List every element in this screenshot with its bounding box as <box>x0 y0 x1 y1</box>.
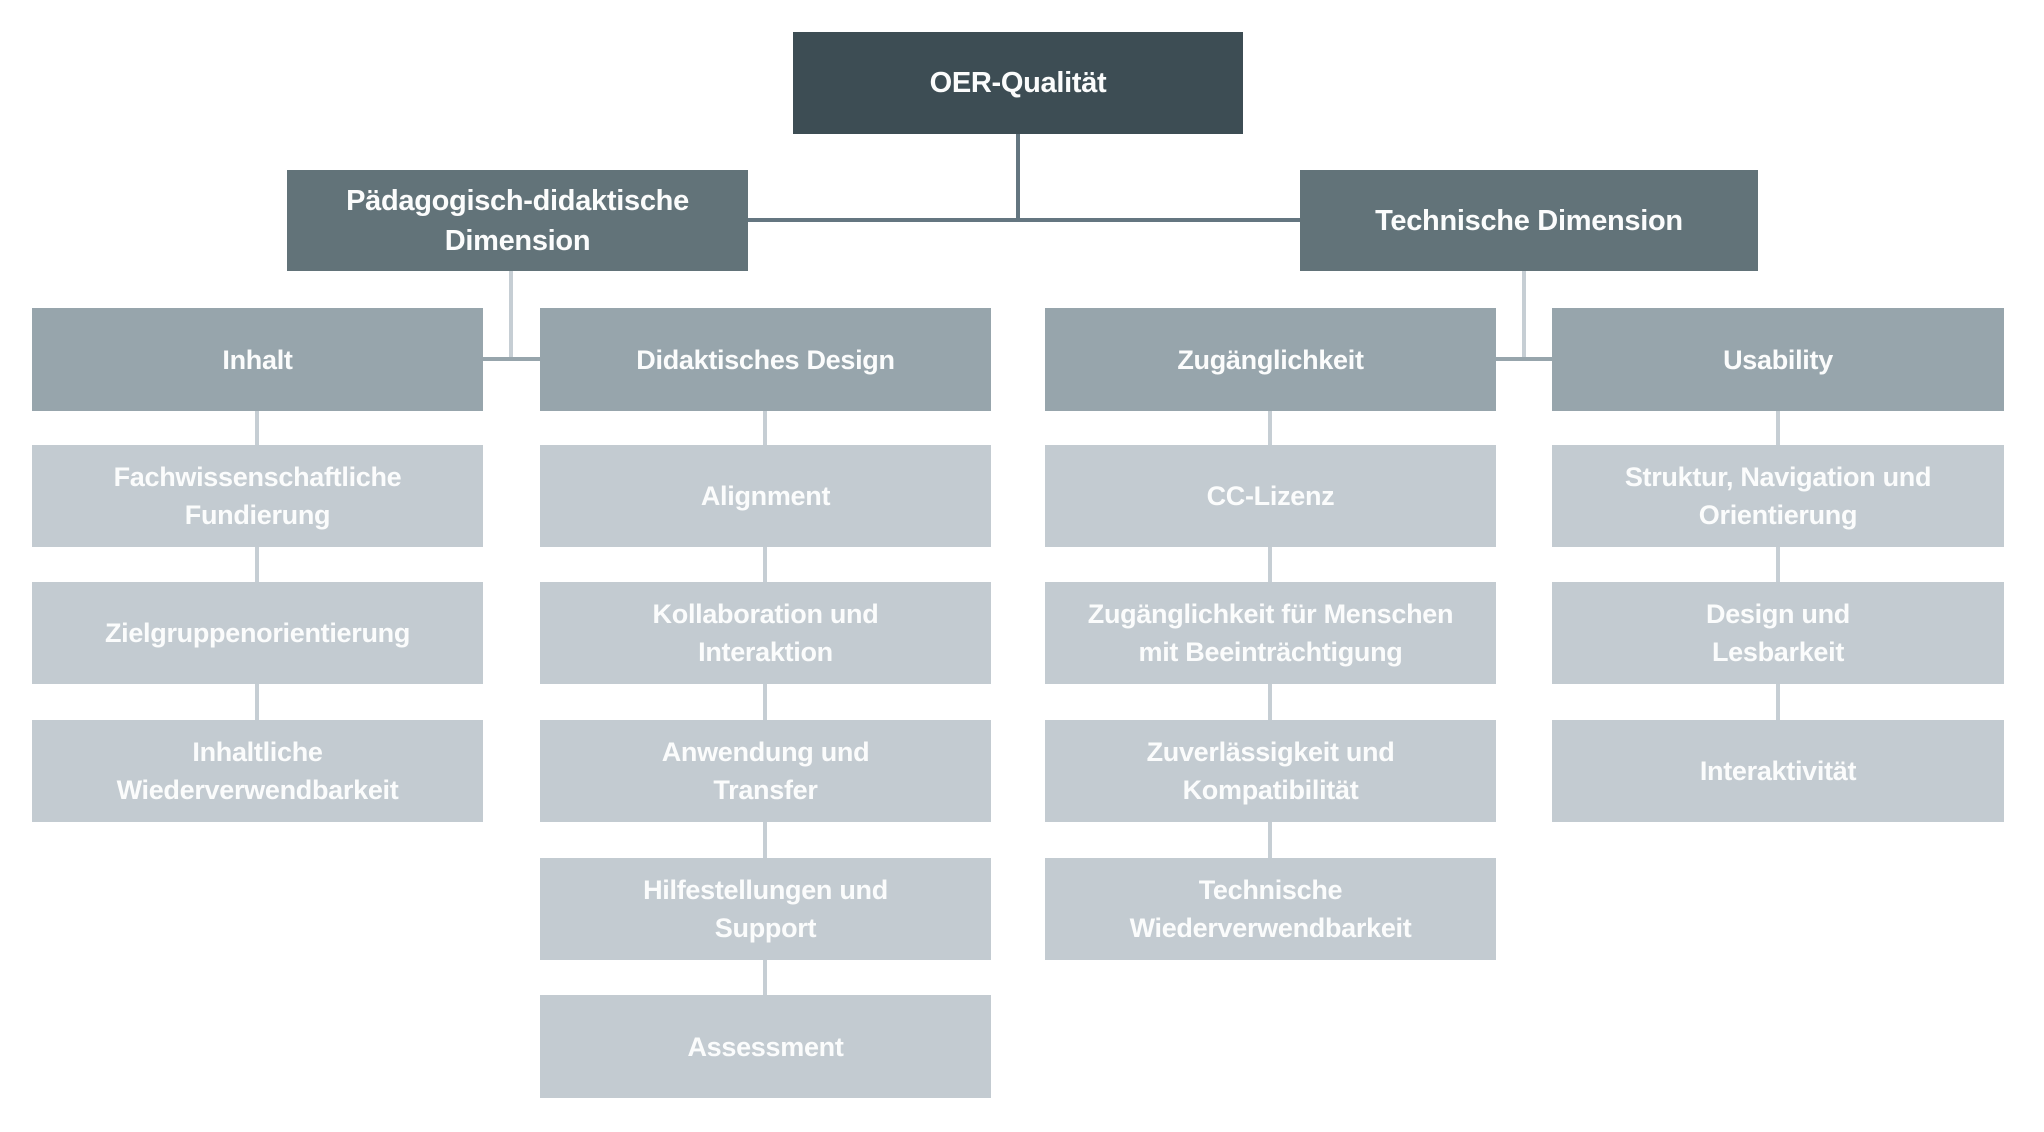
connector-col4-seg3 <box>1776 684 1780 720</box>
connector-col2-seg4 <box>763 822 767 858</box>
node-anwendung-und-transfer: Anwendung und Transfer <box>540 720 991 822</box>
connector-root-horizontal <box>748 218 1300 222</box>
connector-root-vertical <box>1016 134 1020 222</box>
connector-col3-seg4 <box>1268 822 1272 858</box>
node-hilfestellungen-und-support: Hilfestellungen und Support <box>540 858 991 960</box>
node-cc-lizenz: CC-Lizenz <box>1045 445 1496 547</box>
connector-col1-seg3 <box>255 684 259 720</box>
node-inhalt: Inhalt <box>32 308 483 411</box>
node-alignment: Alignment <box>540 445 991 547</box>
node-zuverlaessigkeit-und-kompatibilitaet: Zuverlässigkeit und Kompatibilität <box>1045 720 1496 822</box>
node-paedagogisch-didaktische-dimension: Pädagogisch-didaktische Dimension <box>287 170 748 271</box>
connector-col1-seg1 <box>255 411 259 445</box>
node-kollaboration-und-interaktion: Kollaboration und Interaktion <box>540 582 991 684</box>
node-assessment: Assessment <box>540 995 991 1098</box>
connector-col4-seg1 <box>1776 411 1780 445</box>
connector-dimension1-stub <box>483 357 540 361</box>
connector-col3-seg3 <box>1268 684 1272 720</box>
connector-col3-seg2 <box>1268 547 1272 582</box>
connector-col1-seg2 <box>255 547 259 582</box>
connector-col2-seg1 <box>763 411 767 445</box>
node-usability: Usability <box>1552 308 2004 411</box>
node-inhaltliche-wiederverwendbarkeit: Inhaltliche Wiederverwendbarkeit <box>32 720 483 822</box>
node-didaktisches-design: Didaktisches Design <box>540 308 991 411</box>
node-zugaenglichkeit-fuer-menschen-mit-beeintraechtigung: Zugänglichkeit für Menschen mit Beeinträ… <box>1045 582 1496 684</box>
connector-col2-seg3 <box>763 684 767 720</box>
connector-col2-seg2 <box>763 547 767 582</box>
node-struktur-navigation-und-orientierung: Struktur, Navigation und Orientierung <box>1552 445 2004 547</box>
connector-dimension1-vertical <box>509 271 513 361</box>
connector-dimension2-vertical <box>1522 271 1526 361</box>
node-zugaenglichkeit: Zugänglichkeit <box>1045 308 1496 411</box>
node-fachwissenschaftliche-fundierung: Fachwissenschaftliche Fundierung <box>32 445 483 547</box>
node-oer-qualitaet: OER-Qualität <box>793 32 1243 134</box>
connector-col2-seg5 <box>763 960 767 995</box>
node-technische-dimension: Technische Dimension <box>1300 170 1758 271</box>
connector-col4-seg2 <box>1776 547 1780 582</box>
node-interaktivitaet: Interaktivität <box>1552 720 2004 822</box>
node-design-und-lesbarkeit: Design und Lesbarkeit <box>1552 582 2004 684</box>
connector-col3-seg1 <box>1268 411 1272 445</box>
connector-dimension2-stub <box>1496 357 1552 361</box>
node-technische-wiederverwendbarkeit: Technische Wiederverwendbarkeit <box>1045 858 1496 960</box>
node-zielgruppenorientierung: Zielgruppenorientierung <box>32 582 483 684</box>
